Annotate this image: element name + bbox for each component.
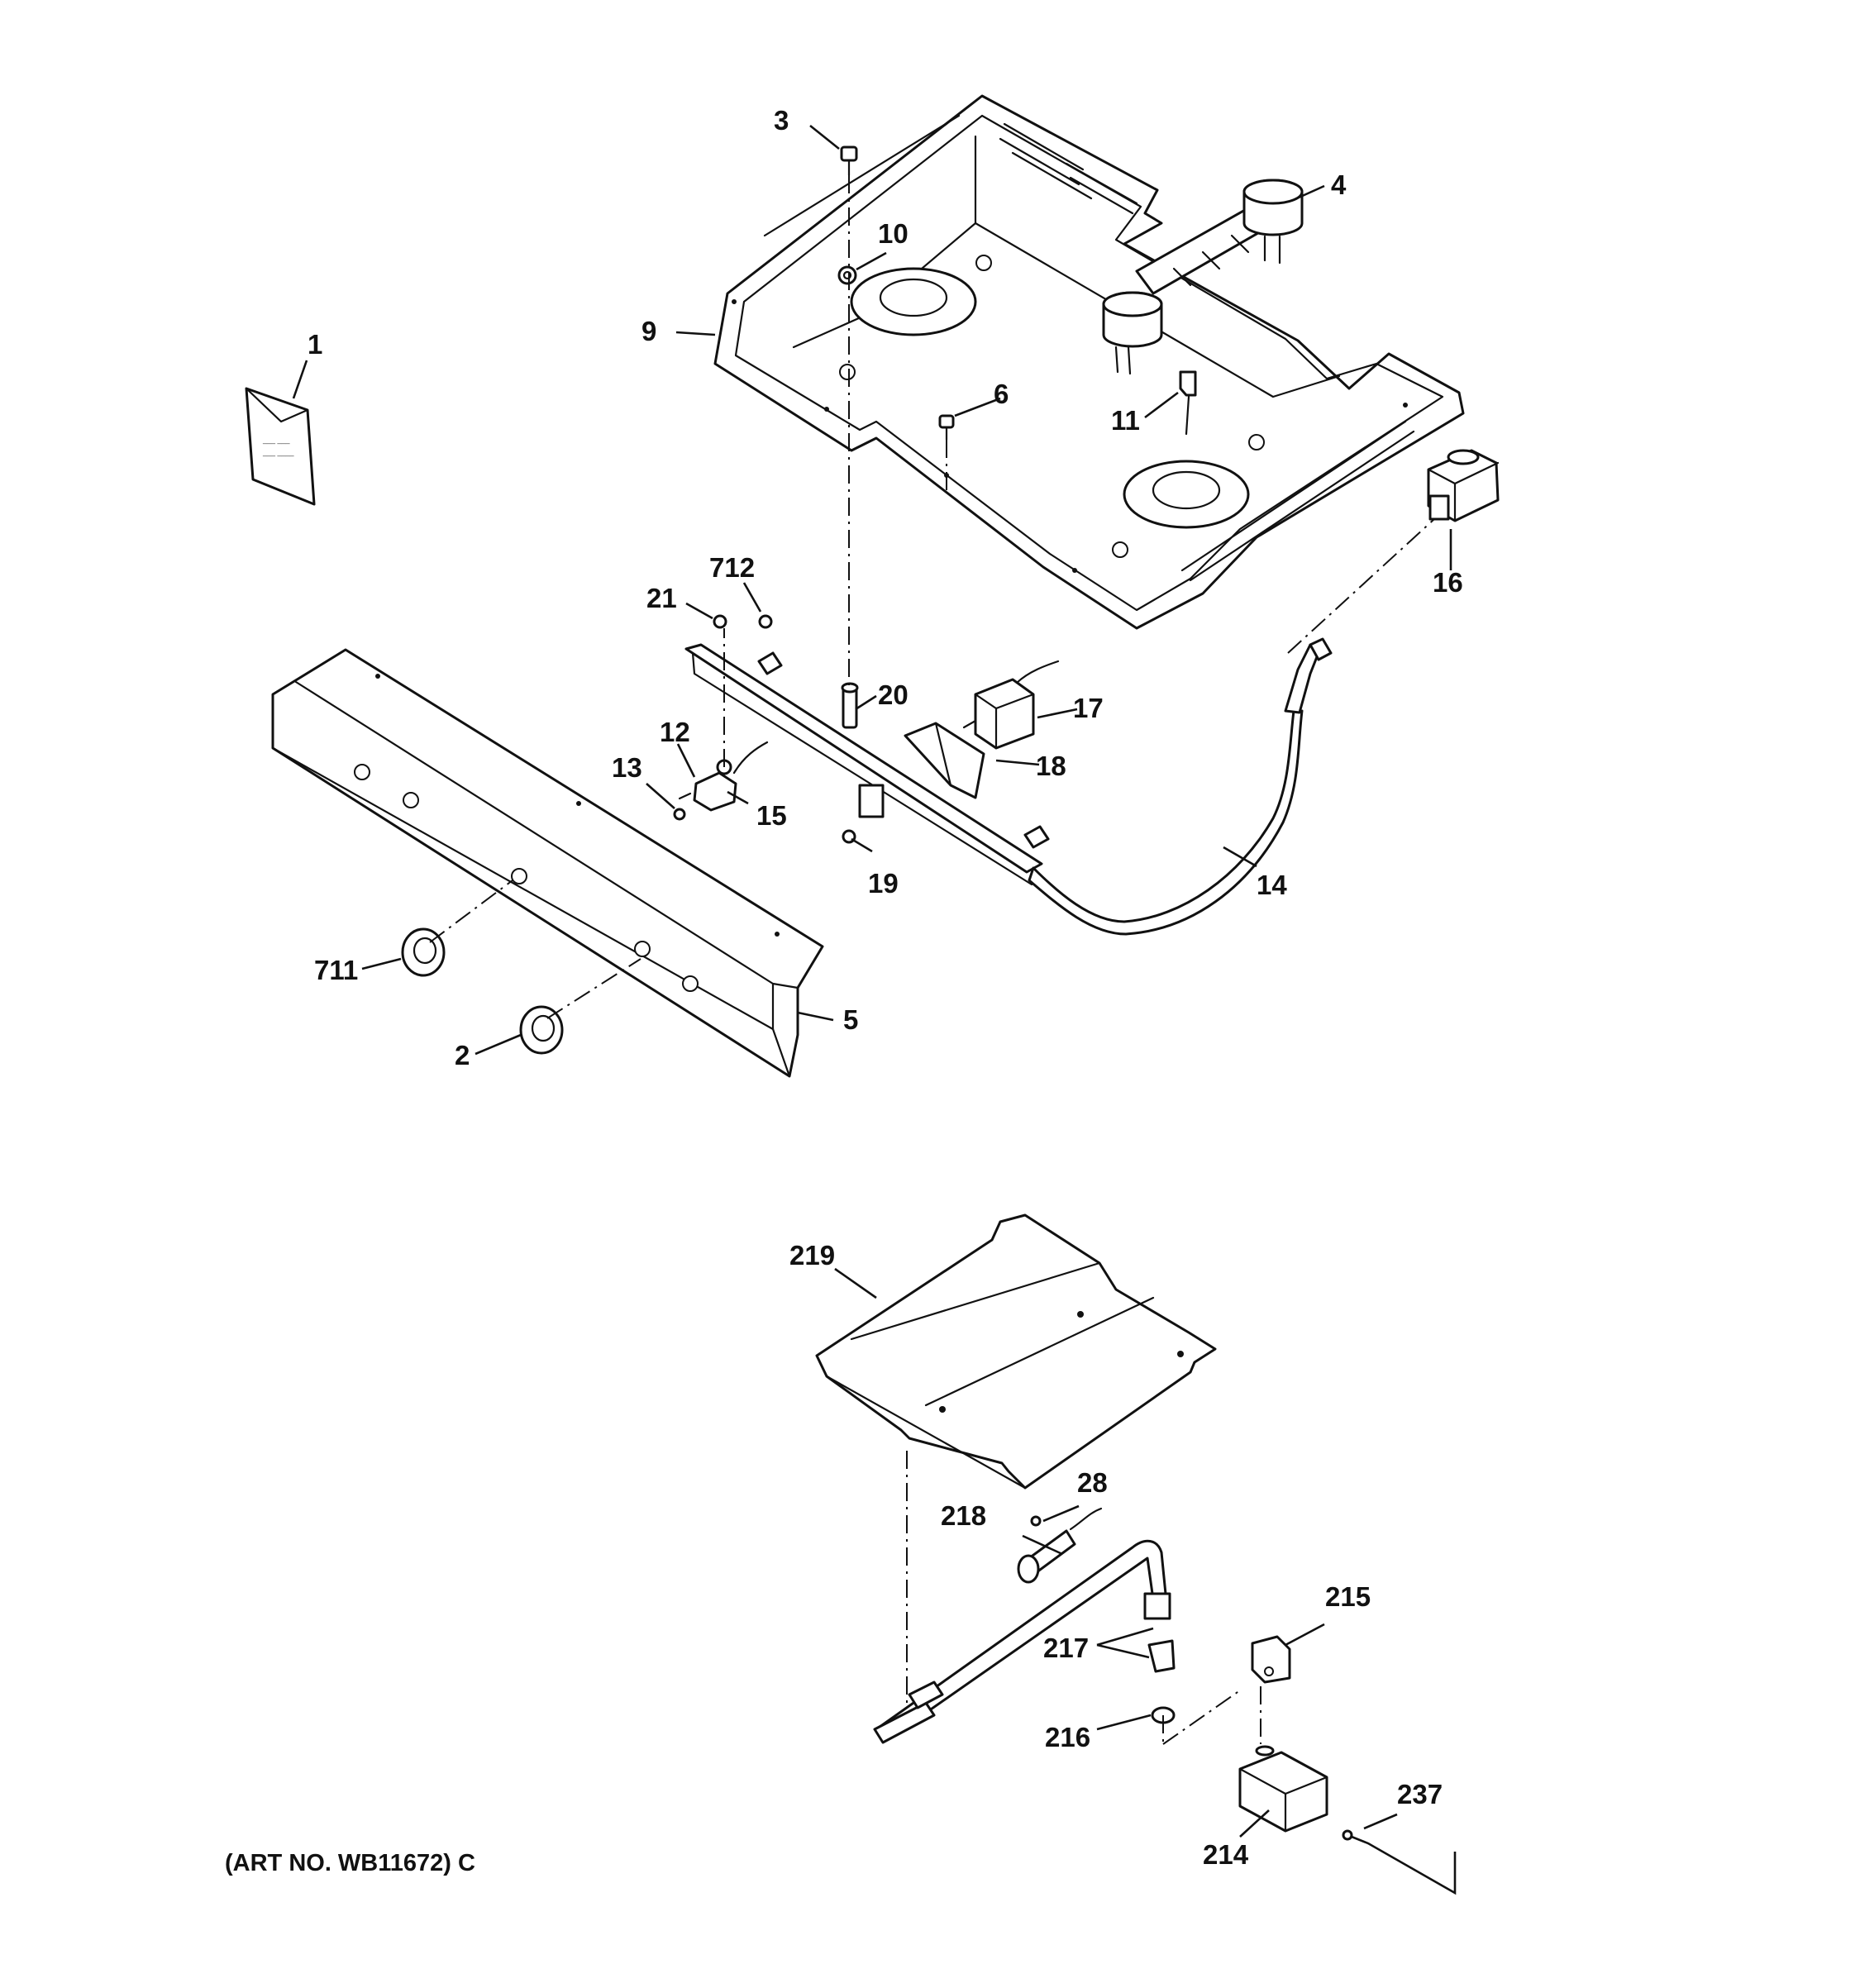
callout-3: 3	[774, 105, 789, 136]
callout-4: 4	[1331, 169, 1347, 200]
pressure-regulator	[1427, 449, 1500, 522]
callout-1: 1	[308, 329, 322, 360]
callout-217: 217	[1043, 1633, 1089, 1663]
gas-valve	[673, 741, 769, 821]
top-burners	[1102, 179, 1304, 375]
callout-19: 19	[868, 868, 899, 899]
manifold-pipe	[684, 643, 1050, 886]
callout-16: 16	[1433, 567, 1463, 598]
callout-17: 17	[1073, 693, 1104, 723]
callout-20: 20	[878, 679, 909, 710]
callout-237: 237	[1397, 1779, 1443, 1809]
gas-tube	[1028, 637, 1333, 936]
callout-219: 219	[789, 1240, 835, 1271]
leader-lines	[292, 124, 1452, 1838]
callout-9: 9	[641, 316, 656, 346]
art-number: (ART NO. WB11672) C	[225, 1850, 475, 1876]
callout-15: 15	[756, 800, 787, 831]
callout-712: 712	[709, 552, 755, 583]
callout-6: 6	[994, 379, 1009, 409]
literature-envelope: ___ ___ ___ ____	[245, 387, 316, 506]
hardware	[713, 614, 859, 844]
callout-14: 14	[1257, 870, 1287, 900]
callout-711: 711	[314, 955, 358, 985]
control-knobs	[401, 927, 564, 1055]
callout-2: 2	[455, 1040, 470, 1070]
burner-box	[713, 94, 1465, 630]
callout-216: 216	[1045, 1722, 1090, 1752]
callout-11: 11	[1111, 405, 1140, 436]
svg-text:___ ____: ___ ____	[262, 448, 295, 456]
igniter-switch	[904, 660, 1060, 799]
callout-214: 214	[1203, 1839, 1249, 1870]
callout-215: 215	[1325, 1581, 1371, 1612]
callout-10: 10	[878, 218, 909, 249]
igniter-bracket	[1179, 370, 1197, 436]
callout-18: 18	[1036, 751, 1066, 781]
control-panel	[271, 648, 824, 1078]
assembly-lines	[429, 175, 1435, 1745]
callout-28: 28	[1077, 1467, 1108, 1498]
callout-labels: 1 2 3 4 5 6 9 10 11 12 13 14 15 16 17 18…	[308, 105, 1463, 1870]
callout-218: 218	[941, 1500, 986, 1531]
oven-burner-shield	[815, 1213, 1217, 1490]
oven-burner	[873, 1539, 1171, 1744]
callout-5: 5	[843, 1004, 858, 1035]
svg-text:___ ___: ___ ___	[262, 436, 291, 444]
callout-21: 21	[646, 583, 677, 613]
callout-12: 12	[660, 717, 690, 747]
screws	[837, 145, 955, 441]
callout-13: 13	[612, 752, 642, 783]
safety-valve	[1238, 1635, 1457, 1895]
